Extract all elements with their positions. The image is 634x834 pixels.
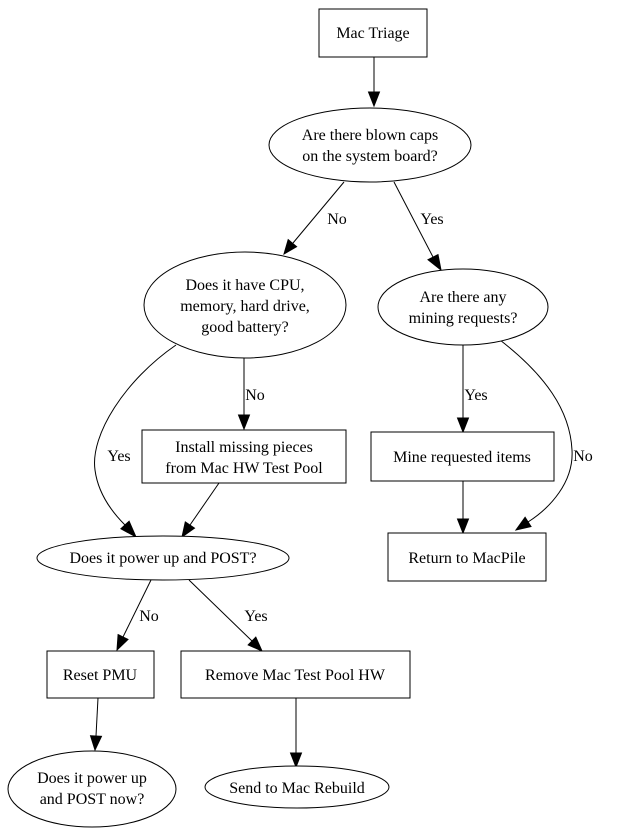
edge-cpu-to-post	[94, 344, 177, 539]
node-label: Reset PMU	[63, 667, 138, 684]
node-mining-requests-question: Are there any mining requests?	[377, 268, 549, 346]
node-remove-test-pool-hw: Remove Mac Test Pool HW	[180, 650, 411, 699]
edge-mine-to-return	[456, 481, 470, 535]
node-label: Mine requested items	[393, 449, 531, 466]
node-label-line-1: Install missing pieces	[175, 439, 313, 456]
edge-label-cpu-no: No	[245, 387, 265, 404]
node-label-line-2: from Mac HW Test Pool	[165, 460, 323, 477]
node-return-to-macpile: Return to MacPile	[387, 532, 547, 582]
node-mac-triage: Mac Triage	[318, 8, 428, 58]
node-send-to-mac-rebuild: Send to Mac Rebuild	[204, 765, 390, 809]
node-label: Remove Mac Test Pool HW	[205, 667, 386, 684]
edge-label-mining-yes: Yes	[464, 387, 487, 404]
edge-labels: No Yes No Yes Yes No No Yes	[107, 211, 592, 625]
edge-install-to-post	[181, 482, 220, 539]
edge-label-post-no: No	[139, 608, 159, 625]
node-power-post-question: Does it power up and POST?	[36, 535, 290, 581]
node-power-post-now-question: Does it power up and POST now?	[7, 750, 177, 828]
node-label-line-3: good battery?	[201, 319, 289, 336]
edge-caps-to-cpu	[283, 181, 345, 256]
node-label-line-2: on the system board?	[302, 148, 438, 165]
edge-cpu-to-install	[237, 358, 251, 431]
node-label-line-1: Does it power up	[37, 770, 147, 787]
edge-remove-to-rebuild	[289, 698, 303, 769]
node-label: Return to MacPile	[408, 550, 525, 567]
node-blown-caps-question: Are there blown caps on the system board…	[268, 107, 472, 183]
edge-post-to-reset	[116, 579, 152, 652]
node-cpu-memory-question: Does it have CPU, memory, hard drive, go…	[143, 251, 347, 359]
edges	[89, 57, 573, 769]
node-label: Send to Mac Rebuild	[229, 780, 365, 797]
node-label-line-1: Are there blown caps	[302, 127, 438, 144]
node-label-line-2: and POST now?	[40, 791, 145, 808]
edge-triage-to-caps	[367, 57, 381, 108]
node-label: Mac Triage	[336, 25, 409, 42]
edge-label-mining-no: No	[573, 448, 593, 465]
edge-mining-to-return	[499, 339, 573, 531]
edge-mining-to-mine	[456, 345, 470, 434]
edge-label-cpu-yes: Yes	[107, 448, 130, 465]
edge-label-caps-no: No	[327, 211, 347, 228]
node-install-missing-pieces: Install missing pieces from Mac HW Test …	[141, 429, 347, 484]
node-label: Does it power up and POST?	[69, 550, 256, 567]
edge-post-to-remove	[188, 579, 263, 652]
node-label-line-1: Does it have CPU,	[185, 277, 304, 294]
edge-reset-to-postnow	[89, 697, 103, 752]
node-label-line-2: memory, hard drive,	[180, 298, 310, 315]
node-label-line-2: mining requests?	[409, 310, 518, 327]
edge-label-post-yes: Yes	[244, 608, 267, 625]
node-reset-pmu: Reset PMU	[46, 650, 155, 699]
node-mine-requested-items: Mine requested items	[370, 431, 555, 482]
edge-label-caps-yes: Yes	[420, 211, 443, 228]
node-label-line-1: Are there any	[419, 289, 506, 306]
edge-caps-to-mining	[393, 181, 442, 272]
